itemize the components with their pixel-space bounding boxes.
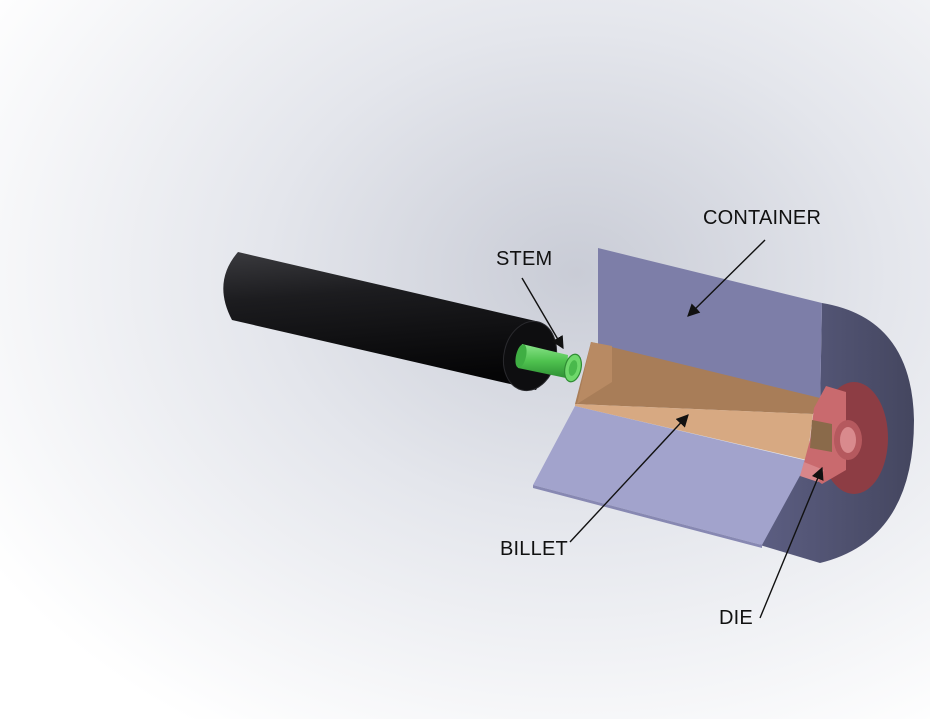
stem-part <box>515 344 583 383</box>
die-label: DIE <box>719 607 753 629</box>
billet-part <box>575 342 820 460</box>
billet-arrow <box>569 414 689 543</box>
stem-label: STEM <box>496 248 553 270</box>
container-arrow <box>687 239 766 317</box>
stem-arrow <box>521 277 564 350</box>
die-arrow <box>759 466 824 619</box>
leader-arrows <box>521 239 824 619</box>
container-label: CONTAINER <box>703 207 822 229</box>
billet-label: BILLET <box>500 538 568 560</box>
die-part <box>800 382 888 494</box>
